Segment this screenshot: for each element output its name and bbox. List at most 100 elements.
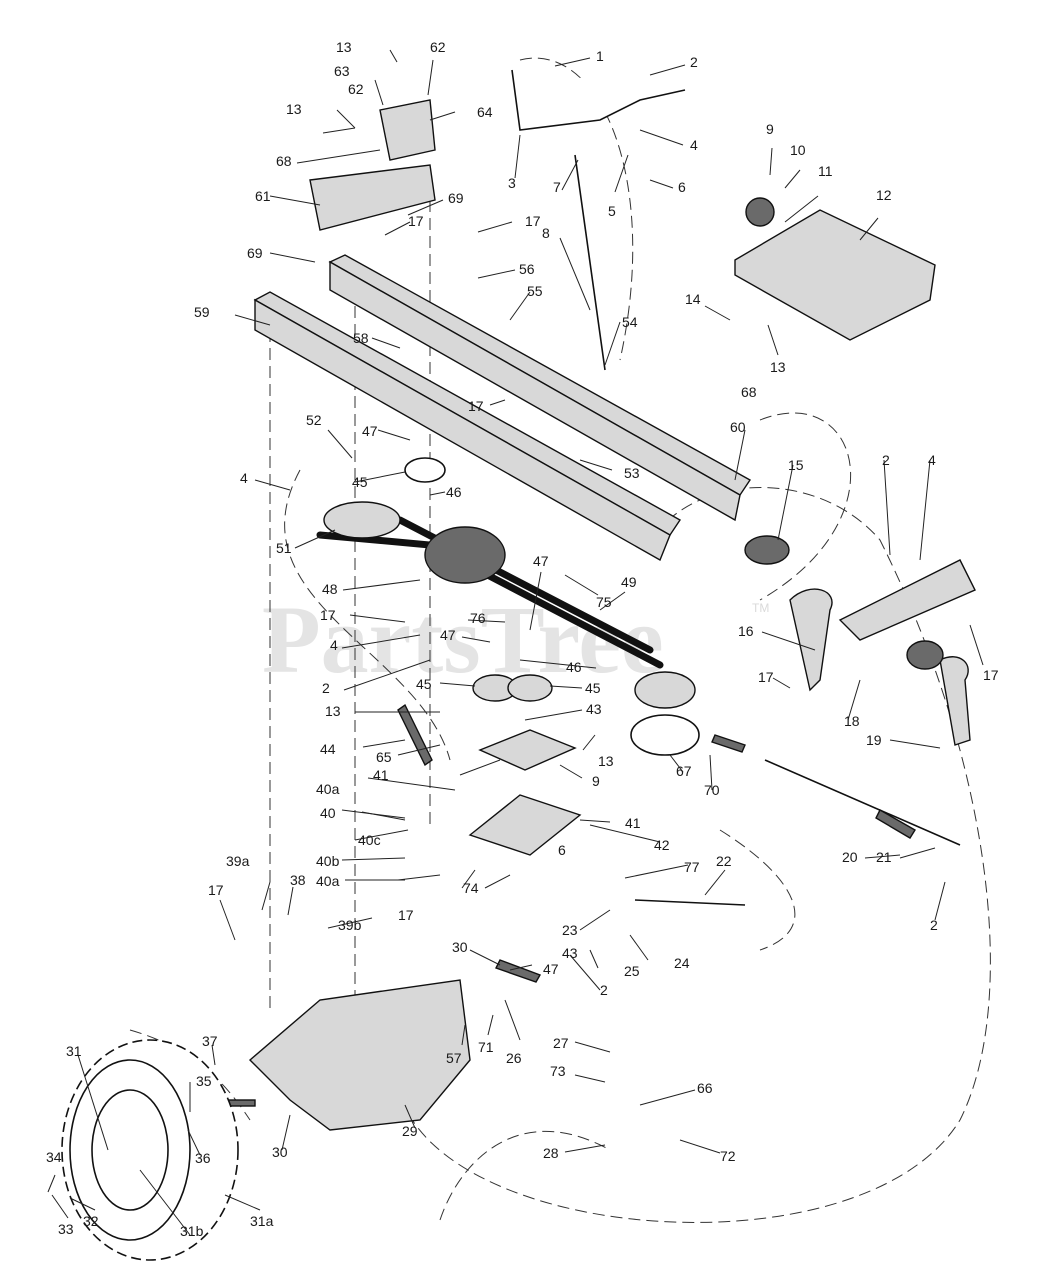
callout-12: 12 — [876, 187, 892, 203]
idler-bracket — [468, 729, 582, 856]
callout-2-2: 2 — [882, 452, 890, 468]
callout-68-2: 68 — [741, 384, 757, 400]
callout-36: 36 — [195, 1150, 211, 1166]
callout-27: 27 — [553, 1035, 569, 1051]
callout-40a: 40a — [316, 781, 340, 797]
callout-56: 56 — [519, 261, 535, 277]
callout-40c: 40c — [358, 832, 381, 848]
callout-23: 23 — [562, 922, 578, 938]
callout-34: 34 — [46, 1149, 62, 1165]
callout-4-2: 4 — [928, 452, 936, 468]
pedal-assembly — [744, 535, 976, 746]
callout-65: 65 — [376, 749, 392, 765]
callout-4-3: 4 — [240, 470, 248, 486]
callout-31b: 31b — [180, 1223, 204, 1239]
callout-14: 14 — [685, 291, 701, 307]
callout-32: 32 — [83, 1213, 99, 1229]
callout-18: 18 — [844, 713, 860, 729]
callout-57: 57 — [446, 1050, 462, 1066]
frame-rail-right — [328, 254, 752, 522]
callout-30: 30 — [452, 939, 468, 955]
callout-2-5: 2 — [930, 917, 938, 933]
callout-35: 35 — [196, 1073, 212, 1089]
callout-13: 13 — [336, 39, 352, 55]
callout-38: 38 — [290, 872, 306, 888]
callout-51: 51 — [276, 540, 292, 556]
watermark-brand: PartsTree — [262, 586, 664, 693]
callout-25: 25 — [624, 963, 640, 979]
callout-9-2: 9 — [592, 773, 600, 789]
callout-31: 31 — [66, 1043, 82, 1059]
callout-48: 48 — [322, 581, 338, 597]
callout-62-2: 62 — [348, 81, 364, 97]
callout-69-2: 69 — [247, 245, 263, 261]
callout-4-4: 4 — [330, 637, 338, 653]
callout-21: 21 — [876, 849, 892, 865]
callout-54: 54 — [622, 314, 638, 330]
callout-55: 55 — [527, 283, 543, 299]
callout-41: 41 — [373, 767, 389, 783]
callout-59: 59 — [194, 304, 210, 320]
callout-72: 72 — [720, 1148, 736, 1164]
callout-41-2: 41 — [625, 815, 641, 831]
callout-53: 53 — [624, 465, 640, 481]
callout-47-3: 47 — [440, 627, 456, 643]
callout-17-6: 17 — [983, 667, 999, 683]
callout-76: 76 — [470, 610, 486, 626]
callout-16: 16 — [738, 623, 754, 639]
callout-13-3: 13 — [770, 359, 786, 375]
callout-6: 6 — [678, 179, 686, 195]
callout-13-2: 13 — [286, 101, 302, 117]
callout-10: 10 — [790, 142, 806, 158]
callout-70: 70 — [704, 782, 720, 798]
callout-13-5: 13 — [598, 753, 614, 769]
callout-66: 66 — [697, 1080, 713, 1096]
leader-lines — [47, 49, 984, 1236]
callout-77: 77 — [684, 859, 700, 875]
callout-43-2: 43 — [562, 945, 578, 961]
callout-1: 1 — [596, 48, 604, 64]
callout-6-2: 6 — [558, 842, 566, 858]
callout-49: 49 — [621, 574, 637, 590]
callout-20: 20 — [842, 849, 858, 865]
callout-37: 37 — [202, 1033, 218, 1049]
callout-60: 60 — [730, 419, 746, 435]
callout-45: 45 — [352, 474, 368, 490]
frame-rail-left — [253, 291, 682, 562]
callout-26: 26 — [506, 1050, 522, 1066]
callout-40a-2: 40a — [316, 873, 340, 889]
callout-40: 40 — [320, 805, 336, 821]
callout-43: 43 — [586, 701, 602, 717]
callout-44: 44 — [320, 741, 336, 757]
callout-17-7: 17 — [208, 882, 224, 898]
deck-plate — [734, 197, 936, 341]
mount-bracket — [309, 99, 436, 231]
transaxle — [209, 979, 471, 1131]
callout-75: 75 — [596, 594, 612, 610]
callout-2-4: 2 — [600, 982, 608, 998]
callout-45-2: 45 — [416, 676, 432, 692]
callout-67: 67 — [676, 763, 692, 779]
callout-40b: 40b — [316, 853, 340, 869]
callout-31a: 31a — [250, 1213, 274, 1229]
callout-28: 28 — [543, 1145, 559, 1161]
callout-22: 22 — [716, 853, 732, 869]
callout-47: 47 — [362, 423, 378, 439]
callout-39a: 39a — [226, 853, 250, 869]
callout-62: 62 — [430, 39, 446, 55]
callout-17: 17 — [525, 213, 541, 229]
routing-lines — [129, 57, 991, 1223]
callout-58: 58 — [353, 330, 369, 346]
callout-17-5: 17 — [758, 669, 774, 685]
callout-73: 73 — [550, 1063, 566, 1079]
callout-47-2: 47 — [533, 553, 549, 569]
watermark-trademark: TM — [752, 601, 769, 615]
callout-9: 9 — [766, 121, 774, 137]
callout-17-3: 17 — [468, 398, 484, 414]
callout-42: 42 — [654, 837, 670, 853]
callout-2-3: 2 — [322, 680, 330, 696]
callout-33: 33 — [58, 1221, 74, 1237]
callout-63: 63 — [334, 63, 350, 79]
